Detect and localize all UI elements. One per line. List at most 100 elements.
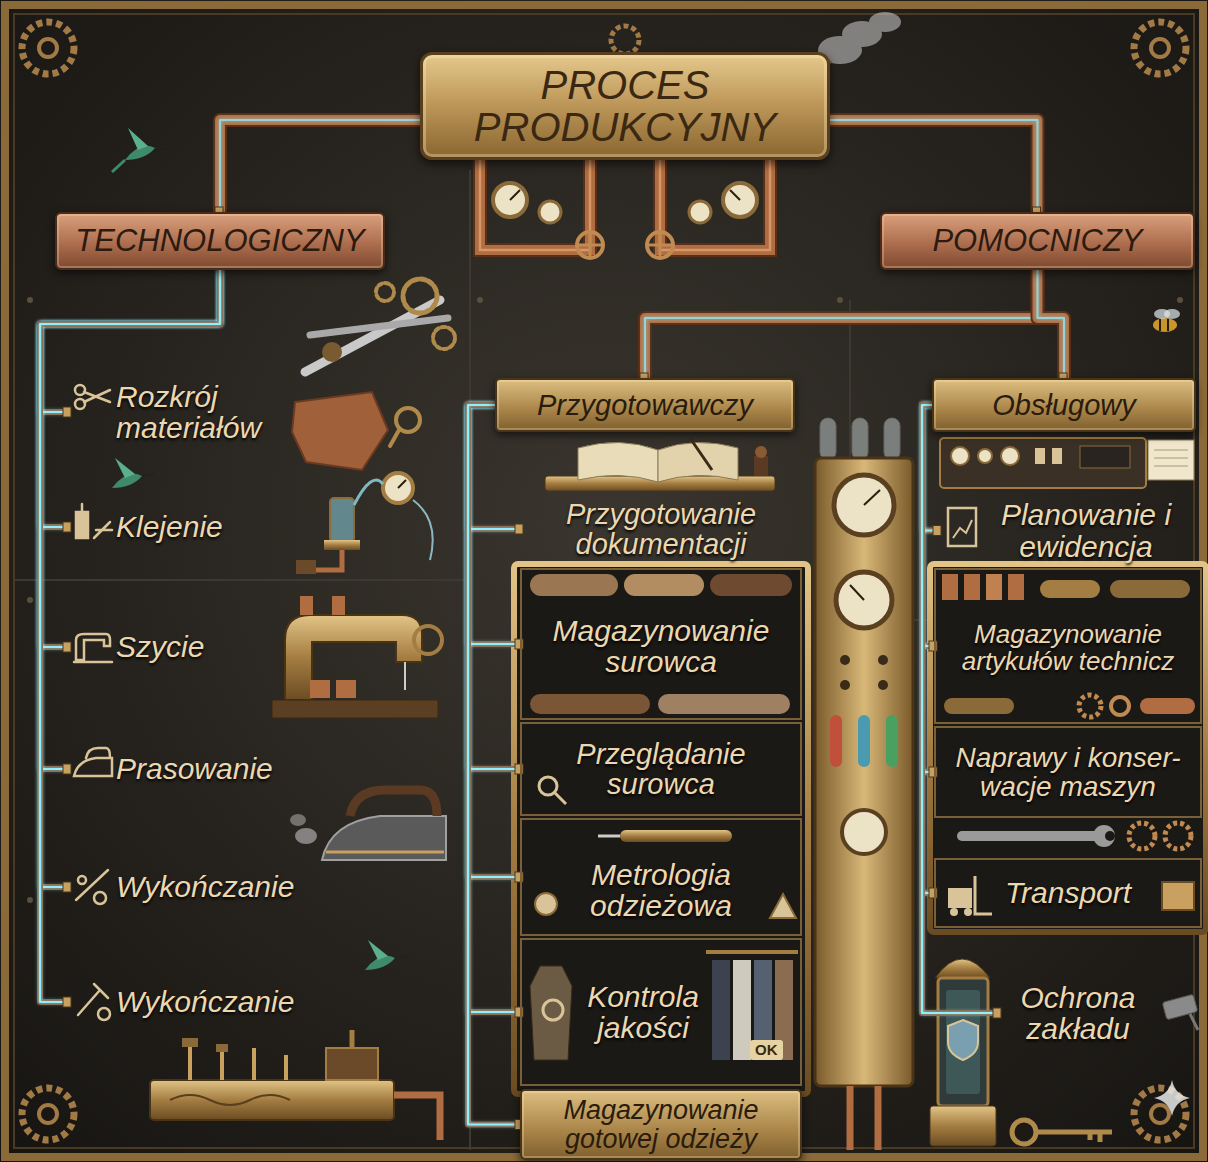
transport-icons	[1162, 882, 1194, 910]
corner-gear	[39, 39, 57, 57]
glue-apparatus	[296, 473, 433, 574]
background-plate	[14, 170, 1196, 1150]
pipe-connector	[468, 405, 523, 774]
tool-bench	[326, 1048, 378, 1080]
glowing-wire	[468, 405, 520, 769]
corner-gear	[39, 1105, 57, 1123]
hummingbird	[112, 160, 125, 172]
background-plate	[27, 597, 33, 603]
pipe-connector	[468, 405, 523, 649]
clothes-rack	[733, 960, 751, 1060]
control-panel	[840, 680, 850, 690]
pipe-connector	[215, 120, 420, 217]
control-panel	[840, 655, 850, 665]
tool-bench	[350, 1030, 355, 1048]
pipe-coupling	[515, 524, 523, 534]
technical-parts	[944, 698, 1014, 714]
shelf-compartment: Magazynowanie surowca	[520, 568, 802, 720]
fabric-rolls	[530, 574, 792, 714]
shelf-compartment: Przeglądanie surowca	[520, 722, 802, 816]
control-panel	[850, 585, 864, 600]
transport-icons	[964, 908, 972, 916]
watermark-sparkle	[1154, 1080, 1190, 1116]
book-stand	[755, 446, 767, 458]
node-label: PROCES PRODUKCYJNY	[433, 64, 817, 148]
node-label: POMOCNICZY	[932, 225, 1142, 258]
technical-parts	[1008, 574, 1024, 600]
pipe-connector	[220, 120, 420, 212]
service-console	[951, 447, 969, 465]
pipe-connector	[40, 270, 220, 652]
technical-parts	[1040, 580, 1100, 598]
pipe-coupling	[63, 642, 71, 652]
technical-parts	[1110, 580, 1190, 598]
book-stand	[690, 438, 712, 470]
node-label: Obsługowy	[992, 390, 1135, 420]
sewing-machine	[332, 596, 345, 615]
node-label: Naprawy i konser- wacje maszyn	[946, 743, 1190, 802]
fabric-rolls	[530, 694, 650, 714]
tool-bench	[150, 1080, 394, 1120]
pipe-connector	[830, 120, 1038, 212]
scissors-illustration	[322, 342, 342, 362]
tool-bench	[170, 1095, 290, 1105]
pipe-connector	[1038, 270, 1065, 378]
pipe-connector	[640, 270, 1038, 383]
pipe-connector	[830, 120, 1038, 212]
step-icons	[76, 512, 88, 538]
title-pipes	[493, 183, 527, 217]
node-label: Wykończanie	[116, 871, 294, 903]
pipe-coupling	[933, 526, 941, 536]
process-step: Przygotowanie dokumentacji	[520, 494, 802, 564]
security-lamp	[948, 1020, 978, 1060]
control-panel	[842, 810, 886, 854]
frame	[5, 5, 1203, 1157]
clothes-rack	[712, 960, 730, 1060]
control-panel	[852, 418, 868, 460]
title-pipes	[577, 232, 603, 258]
title-pipes	[647, 232, 673, 258]
title-pipes	[539, 201, 561, 223]
control-panel	[820, 418, 836, 460]
bee	[1153, 318, 1177, 332]
glowing-wire	[1038, 270, 1065, 378]
background-plate	[477, 297, 483, 303]
title-pipes	[647, 232, 673, 258]
glue-apparatus	[324, 540, 360, 550]
sewing-machine	[404, 662, 406, 690]
glowing-wire	[468, 405, 520, 1125]
pipe-connector	[40, 270, 220, 887]
technical-parts	[1093, 825, 1115, 847]
glue-apparatus	[296, 560, 316, 574]
measuring-tools	[535, 893, 557, 915]
title-pipes	[480, 160, 770, 250]
title-pipes	[480, 160, 770, 250]
transport-icons	[975, 876, 992, 914]
corner-gear	[22, 1088, 74, 1140]
pipe-coupling	[63, 882, 71, 892]
clothes-rack	[543, 1000, 563, 1020]
hummingbird	[142, 474, 155, 476]
glue-apparatus	[354, 480, 383, 505]
watermark-sparkle	[1154, 1080, 1190, 1116]
pipe-connector	[468, 405, 523, 1130]
hummingbird	[395, 956, 408, 958]
service-console	[978, 449, 992, 463]
node-label: TECHNOLOGICZNY	[75, 225, 364, 258]
sewing-machine	[285, 615, 422, 700]
sewing-machine	[310, 680, 330, 698]
title-pipes	[510, 190, 520, 200]
technical-parts	[942, 574, 1195, 849]
control-panel	[836, 572, 892, 628]
step-icons	[81, 504, 84, 512]
step-icons	[74, 634, 112, 662]
pipe-connector	[645, 270, 1038, 378]
background-plate	[837, 297, 843, 303]
category-plaque: TECHNOLOGICZNY	[55, 212, 385, 270]
glowing-wire	[468, 405, 520, 1012]
key	[1012, 1120, 1036, 1144]
corner-gear	[22, 22, 1186, 1140]
pipe-coupling	[63, 764, 71, 774]
technical-parts	[1165, 823, 1191, 849]
